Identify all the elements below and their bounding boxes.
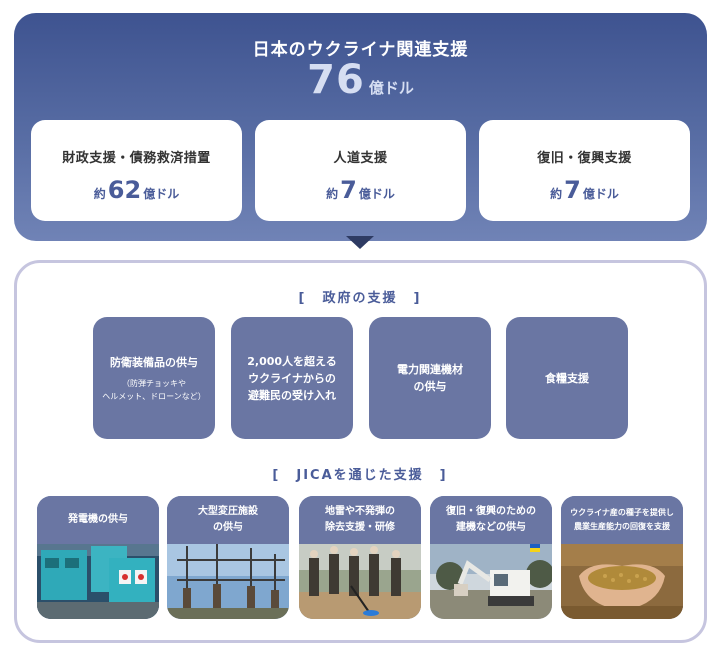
demining-photo-icon [299,536,421,619]
total-value: 76 [307,57,365,103]
jica-card-demining: 地雷や不発弾の 除去支援・研修 [299,496,421,619]
gov-card-title: 食糧支援 [545,371,589,385]
jica-card-caption: 地雷や不発弾の 除去支援・研修 [299,496,421,544]
section-title: 政府の支援 [322,291,398,306]
amount-value: 62 [107,176,142,204]
gov-card-power-equipment: 電力関連機材 の供与 [369,317,491,439]
jica-card-caption: 復旧・復興のための 建機などの供与 [430,496,552,544]
gov-card-food-aid: 食糧支援 [506,317,628,439]
bracket-close: ] [413,291,422,306]
jica-card-construction: 復旧・復興のための 建機などの供与 [430,496,552,619]
jica-card-generators: 発電機の供与 [37,496,159,619]
generator-photo-icon [37,536,159,619]
amount-prefix: 約 [93,187,106,201]
amount-prefix: 約 [326,187,339,201]
amount-value: 7 [340,176,357,204]
total-unit: 億ドル [368,79,414,97]
amount-value: 7 [564,176,581,204]
down-arrow-icon [346,236,374,249]
amount-unit: 億ドル [143,187,180,201]
gov-card-evacuees: 2,000人を超える ウクライナからの 避難民の受け入れ [231,317,353,439]
summary-card-label: 復旧・復興支援 [537,151,632,166]
gov-card-note: （防弾チョッキや ヘルメット、ドローンなど） [102,378,206,401]
amount-unit: 億ドル [582,187,619,201]
jica-card-substation: 大型変圧施設 の供与 [167,496,289,619]
jica-card-seeds: ウクライナ産の種子を提供し 農業生産能力の回復を支援 [561,496,683,619]
gov-card-defense-equipment: 防衛装備品の供与 （防弾チョッキや ヘルメット、ドローンなど） [93,317,215,439]
banner-title: 日本のウクライナ関連支援 [252,40,469,60]
gov-card-title: 防衛装備品の供与 [110,355,198,369]
seeds-photo-icon [561,536,683,619]
government-section-heading: [ 政府の支援] [0,287,720,306]
summary-card-label: 財政支援・債務救済措置 [62,151,211,166]
jica-card-caption: ウクライナ産の種子を提供し 農業生産能力の回復を支援 [561,496,683,544]
amount-unit: 億ドル [358,187,395,201]
amount-prefix: 約 [550,187,563,201]
bracket-close: ] [439,468,448,483]
bracket-open: [ [298,291,307,306]
construction-machine-photo-icon [430,536,552,619]
gov-card-title: 電力関連機材 の供与 [397,363,463,393]
gov-card-title: 2,000人を超える ウクライナからの 避難民の受け入れ [247,354,337,402]
summary-card-label: 人道支援 [333,151,388,166]
jica-section-heading: [ JICAを通じた支援] [0,464,720,483]
substation-photo-icon [167,536,289,619]
section-title: JICAを通じた支援 [296,468,424,483]
jica-card-caption: 発電機の供与 [37,496,159,544]
jica-card-caption: 大型変圧施設 の供与 [167,496,289,544]
bracket-open: [ [272,468,281,483]
